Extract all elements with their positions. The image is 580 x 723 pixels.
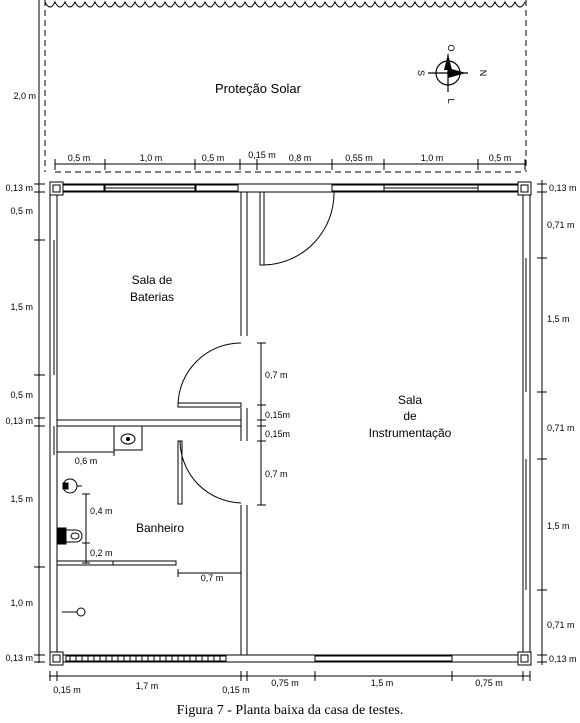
dim-right-5: 1,5 m bbox=[547, 521, 570, 531]
solar-protection-label: Proteção Solar bbox=[215, 81, 302, 96]
bottom-dimension-line bbox=[49, 671, 531, 681]
dim-top-1: 0,5 m bbox=[68, 153, 91, 163]
dim-right-7: 0,13 m bbox=[549, 654, 577, 664]
dim-bottom-6: 0,75 m bbox=[475, 678, 503, 688]
left-dimension-line bbox=[34, 0, 45, 663]
bath-dimension-lines bbox=[56, 448, 242, 577]
dim-top-5: 0,8 m bbox=[289, 153, 312, 163]
toilet-icon bbox=[57, 527, 83, 545]
dim-left-3: 0,5 m bbox=[10, 206, 33, 216]
dim-right-3: 1,5 m bbox=[547, 314, 570, 324]
dim-left-8: 1,0 m bbox=[10, 598, 33, 608]
compass-l-label: L bbox=[446, 98, 456, 103]
dim-center-3: 0,15m bbox=[265, 429, 290, 439]
room-instrumentacao-line2: de bbox=[403, 409, 417, 423]
compass-s-label: S bbox=[416, 70, 426, 76]
doors bbox=[177, 191, 335, 505]
dim-left-5: 0,5 m bbox=[10, 390, 33, 400]
room-baterias-line2: Baterias bbox=[130, 290, 174, 304]
dim-left-6: 0,13 m bbox=[5, 416, 33, 426]
outer-walls bbox=[49, 183, 531, 663]
dim-top-4: 0,15 m bbox=[248, 150, 276, 160]
room-instrumentacao-line1: Sala bbox=[398, 393, 422, 407]
sink-icon bbox=[113, 425, 143, 451]
dim-right-2: 0,71 m bbox=[547, 220, 575, 230]
dim-left-1: 2,0 m bbox=[13, 91, 36, 101]
top-dimension-line bbox=[54, 159, 526, 170]
dim-center-2: 0,15m bbox=[265, 410, 290, 420]
dim-right-1: 0,13 m bbox=[549, 183, 577, 193]
dim-right-6: 0,71 m bbox=[547, 620, 575, 630]
dim-left-2: 0,13 m bbox=[5, 183, 33, 193]
interior-walls bbox=[57, 192, 248, 655]
figure-caption: Figura 7 - Planta baixa da casa de teste… bbox=[176, 703, 404, 718]
faucet-icon bbox=[62, 607, 86, 617]
top-windows bbox=[61, 184, 519, 192]
dim-center-1: 0,7 m bbox=[265, 370, 288, 380]
dim-bottom-2: 1,7 m bbox=[136, 681, 159, 691]
dim-top-8: 0,5 m bbox=[489, 153, 512, 163]
dim-bath-2: 0,4 m bbox=[90, 506, 113, 516]
compass-o-label: O bbox=[446, 44, 456, 51]
dim-bottom-3: 0,15 m bbox=[222, 685, 250, 695]
corner-columns bbox=[49, 181, 532, 666]
room-instrumentacao-line3: Instrumentação bbox=[369, 426, 452, 440]
dim-bottom-4: 0,75 m bbox=[271, 678, 299, 688]
dim-bottom-1: 0,15 m bbox=[53, 685, 81, 695]
dim-top-6: 0,55 m bbox=[345, 153, 373, 163]
dim-bath-4: 0,7 m bbox=[201, 573, 224, 583]
bottom-wall-window bbox=[65, 655, 453, 662]
solar-protection-area bbox=[44, 0, 527, 173]
dim-top-2: 1,0 m bbox=[140, 153, 163, 163]
dim-bottom-5: 1,5 m bbox=[371, 678, 394, 688]
room-banheiro: Banheiro bbox=[136, 521, 184, 535]
right-dimension-line bbox=[537, 180, 547, 665]
dim-left-4: 1,5 m bbox=[10, 302, 33, 312]
compass-rose-icon bbox=[428, 54, 468, 92]
dim-right-4: 0,71 m bbox=[547, 423, 575, 433]
dim-bath-1: 0,6 m bbox=[75, 456, 98, 466]
dim-bath-3: 0,2 m bbox=[90, 548, 113, 558]
dim-center-4: 0,7 m bbox=[265, 469, 288, 479]
shower-icon bbox=[62, 478, 82, 494]
compass-n-label: N bbox=[478, 70, 488, 77]
room-baterias-line1: Sala de bbox=[132, 273, 173, 287]
dim-top-3: 0,5 m bbox=[202, 153, 225, 163]
dim-left-7: 1,5 m bbox=[10, 494, 33, 504]
center-dimension-line bbox=[257, 342, 266, 506]
dim-left-9: 0,13 m bbox=[5, 653, 33, 663]
dim-top-7: 1,0 m bbox=[421, 153, 444, 163]
